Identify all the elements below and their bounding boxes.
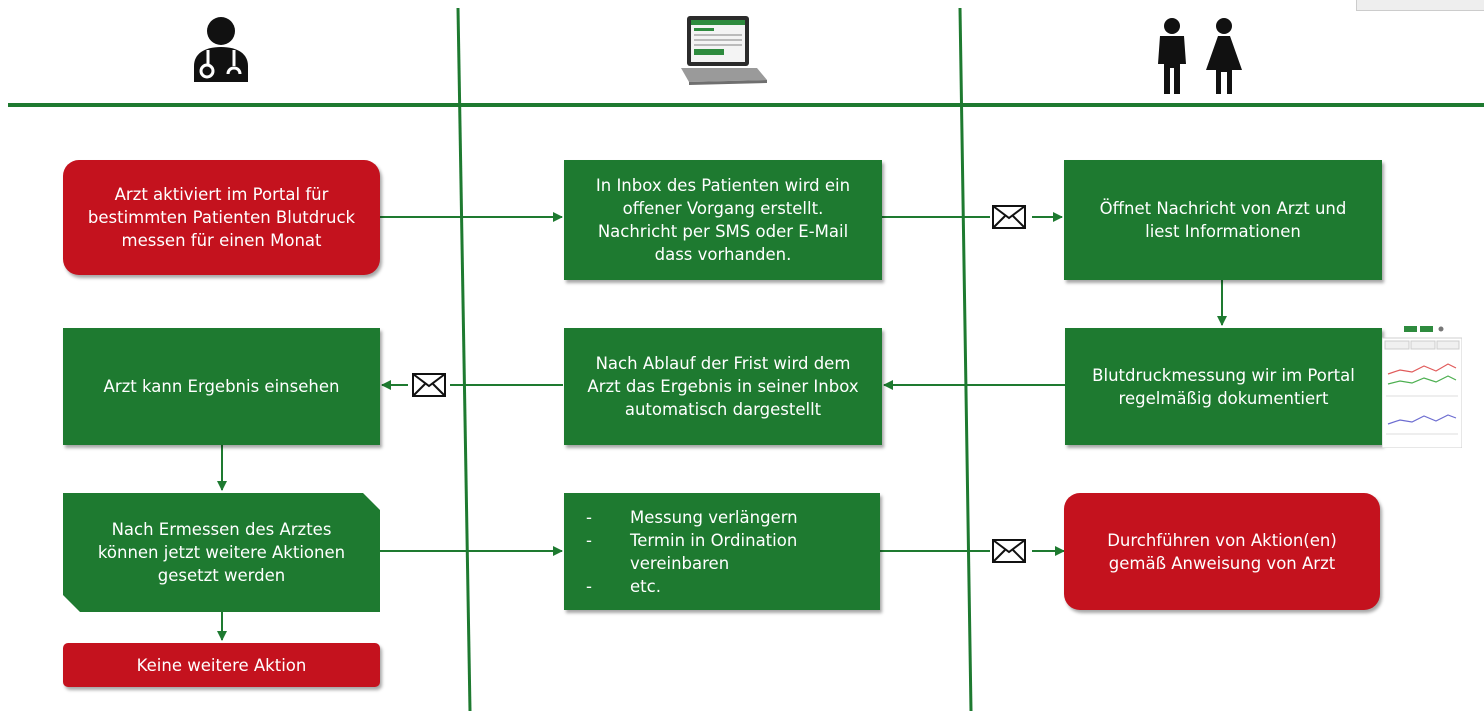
box-arzt-ergebnis-text: Arzt kann Ergebnis einsehen <box>103 377 340 396</box>
box-keine-aktion: Keine weitere Aktion <box>63 643 380 687</box>
box-arzt-aktiviert: Arzt aktiviert im Portal für bestimmten … <box>63 160 380 275</box>
envelope-icon <box>412 373 446 397</box>
corner-element <box>1356 0 1484 11</box>
lane-divider-2 <box>958 7 973 711</box>
box-blutdruckmessung-text: Blutdruckmessung wir im Portal regelmäßi… <box>1092 365 1355 408</box>
patients-icon <box>1158 18 1242 94</box>
envelope-icon <box>992 539 1026 563</box>
box-ermessen-text: Nach Ermessen des Arztes können jetzt we… <box>97 520 346 585</box>
actions-list-item: Messung verlängern <box>586 506 858 529</box>
box-ablauf-frist: Nach Ablauf der Frist wird dem Arzt das … <box>564 328 882 445</box>
box-actions-list: Messung verlängern Termin in Ordination … <box>564 493 880 610</box>
lane-divider-1 <box>456 7 472 711</box>
box-ablauf-frist-text: Nach Ablauf der Frist wird dem Arzt das … <box>587 354 859 419</box>
box-arzt-ergebnis: Arzt kann Ergebnis einsehen <box>63 328 380 445</box>
box-inbox-vorgang-text: In Inbox des Patienten wird ein offener … <box>595 176 851 264</box>
box-durchfuehren: Durchführen von Aktion(en) gemäß Anweisu… <box>1064 493 1380 610</box>
doctor-icon <box>194 17 248 82</box>
box-oeffnet-nachricht: Öffnet Nachricht von Arzt und liest Info… <box>1064 160 1382 280</box>
box-durchfuehren-text: Durchführen von Aktion(en) gemäß Anweisu… <box>1107 530 1337 573</box>
chart-thumbnail-icon <box>1382 326 1462 448</box>
envelope-icon <box>992 205 1026 229</box>
box-ermessen: Nach Ermessen des Arztes können jetzt we… <box>63 493 380 612</box>
laptop-icon <box>681 16 767 85</box>
actions-list: Messung verlängern Termin in Ordination … <box>586 506 858 598</box>
box-inbox-vorgang: In Inbox des Patienten wird ein offener … <box>564 160 882 280</box>
actions-list-item: etc. <box>586 575 858 598</box>
box-oeffnet-nachricht-text: Öffnet Nachricht von Arzt und liest Info… <box>1099 199 1347 241</box>
box-blutdruckmessung: Blutdruckmessung wir im Portal regelmäßi… <box>1065 328 1382 445</box>
actions-list-item: Termin in Ordination vereinbaren <box>586 529 858 575</box>
box-ermessen-shape <box>63 493 380 612</box>
box-keine-aktion-text: Keine weitere Aktion <box>136 655 307 675</box>
box-arzt-aktiviert-text: Arzt aktiviert im Portal für bestimmten … <box>87 185 356 250</box>
